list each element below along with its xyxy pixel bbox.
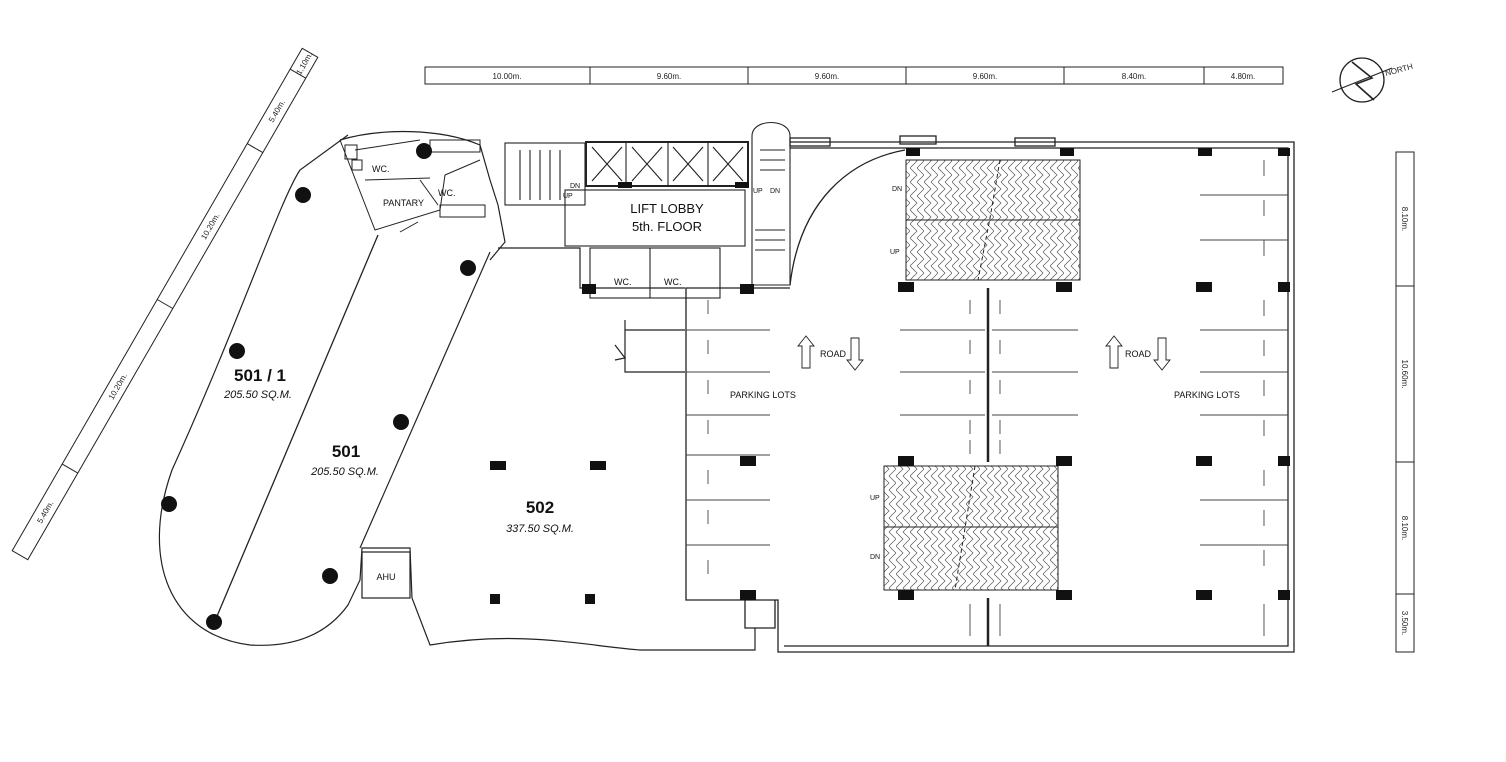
square-column	[1278, 590, 1290, 600]
square-column	[1056, 590, 1072, 600]
round-column	[393, 414, 409, 430]
left-dimension-strip: 1.10m. 5.40m. 10.20m. 10.20m. 5.40m.	[11, 47, 319, 561]
parking-lots-label-left: PARKING LOTS	[730, 390, 796, 400]
round-column	[161, 496, 177, 512]
unit-501-1-area: 205.50 SQ.M.	[223, 389, 292, 401]
round-column	[229, 343, 245, 359]
north-arrow-icon: NORTH	[1331, 57, 1414, 103]
lift-lobby-floor: 5th. FLOOR	[632, 219, 702, 234]
square-column	[740, 284, 754, 294]
wc-label-west-2: WC.	[438, 188, 456, 198]
left-dim-4: 10.20m.	[107, 372, 129, 402]
square-column	[740, 590, 756, 600]
square-column	[735, 182, 749, 188]
road-label-right: ROAD	[1125, 349, 1152, 359]
round-column	[460, 260, 476, 276]
right-dim-4: 3.50m.	[1400, 611, 1409, 635]
left-dim-2: 5.40m.	[267, 98, 287, 124]
pantry-label: PANTARY	[383, 198, 424, 208]
round-column	[322, 568, 338, 584]
lift-lobby-title: LIFT LOBBY	[630, 201, 704, 216]
square-column	[490, 594, 500, 604]
square-column	[1060, 148, 1074, 156]
square-column	[490, 461, 506, 470]
top-dim-2: 9.60m.	[657, 72, 681, 81]
wc-label-west-1: WC.	[372, 164, 390, 174]
right-dimension-strip: 8.10m. 10.60m. 8.10m. 3.50m.	[1395, 151, 1415, 653]
wc-label-core-1: WC.	[614, 277, 632, 287]
square-column	[898, 590, 914, 600]
square-column	[1056, 456, 1072, 466]
ramp-dn-label-2: DN	[870, 554, 880, 561]
ramp-up-label-2: UP	[870, 495, 880, 502]
ramp-dn-label-1: DN	[892, 186, 902, 193]
ahu-label: AHU	[376, 572, 395, 582]
parking-stall-lines	[686, 160, 1288, 636]
unit-502-area: 337.50 SQ.M.	[506, 523, 574, 535]
round-column	[416, 143, 432, 159]
top-dim-5: 8.40m.	[1122, 72, 1146, 81]
square-column	[590, 461, 606, 470]
right-dim-2: 10.60m.	[1400, 360, 1409, 389]
unit-502-id: 502	[526, 498, 554, 517]
stair-dn-label-1: DN	[570, 183, 580, 190]
lift-core	[504, 122, 791, 299]
top-dim-3: 9.60m.	[815, 72, 839, 81]
wc-label-core-2: WC.	[664, 277, 682, 287]
left-dim-3: 10.20m.	[199, 212, 221, 242]
square-column	[898, 282, 914, 292]
unit-501-area: 205.50 SQ.M.	[310, 466, 379, 478]
square-column	[906, 148, 920, 156]
square-column	[1196, 456, 1212, 466]
road-arrows-right	[1105, 335, 1171, 371]
square-column	[1196, 282, 1212, 292]
round-column	[295, 187, 311, 203]
square-column	[898, 456, 914, 466]
parking-lots-label-right: PARKING LOTS	[1174, 390, 1240, 400]
ramp-up-label-1: UP	[890, 249, 900, 256]
square-column	[740, 456, 756, 466]
stair-up-label-1: UP	[563, 193, 573, 200]
road-arrows-left	[797, 335, 864, 371]
unit-501-1-id: 501 / 1	[234, 366, 286, 385]
square-column	[585, 594, 595, 604]
ramp-lower	[883, 465, 1059, 591]
stair-dn-label-2: DN	[770, 188, 780, 195]
north-label: NORTH	[1384, 62, 1414, 78]
right-dim-3: 8.10m.	[1400, 516, 1409, 540]
parking-outline	[685, 135, 1295, 653]
top-dim-6: 4.80m.	[1231, 72, 1255, 81]
ramp-upper	[905, 159, 1081, 281]
top-dimension-strip: 10.00m. 9.60m. 9.60m. 9.60m. 8.40m. 4.80…	[424, 66, 1284, 85]
road-label-left: ROAD	[820, 349, 847, 359]
stair-up-label-2: UP	[753, 188, 763, 195]
structural-columns	[161, 143, 1290, 630]
square-column	[1056, 282, 1072, 292]
square-column	[1278, 456, 1290, 466]
left-dim-1: 1.10m.	[294, 51, 314, 77]
square-column	[1198, 148, 1212, 156]
unit-502-outline	[411, 247, 756, 651]
pantry-wc-block	[339, 139, 486, 233]
unit-501-id: 501	[332, 442, 360, 461]
square-column	[1278, 148, 1290, 156]
square-column	[1278, 282, 1290, 292]
top-dim-1: 10.00m.	[493, 72, 522, 81]
square-column	[618, 182, 632, 188]
west-wing-outline	[158, 130, 506, 646]
square-column	[582, 284, 596, 294]
round-column	[206, 614, 222, 630]
left-dim-5: 5.40m.	[35, 499, 55, 525]
square-column	[1196, 590, 1212, 600]
top-dim-4: 9.60m.	[973, 72, 997, 81]
right-dim-1: 8.10m.	[1400, 207, 1409, 231]
